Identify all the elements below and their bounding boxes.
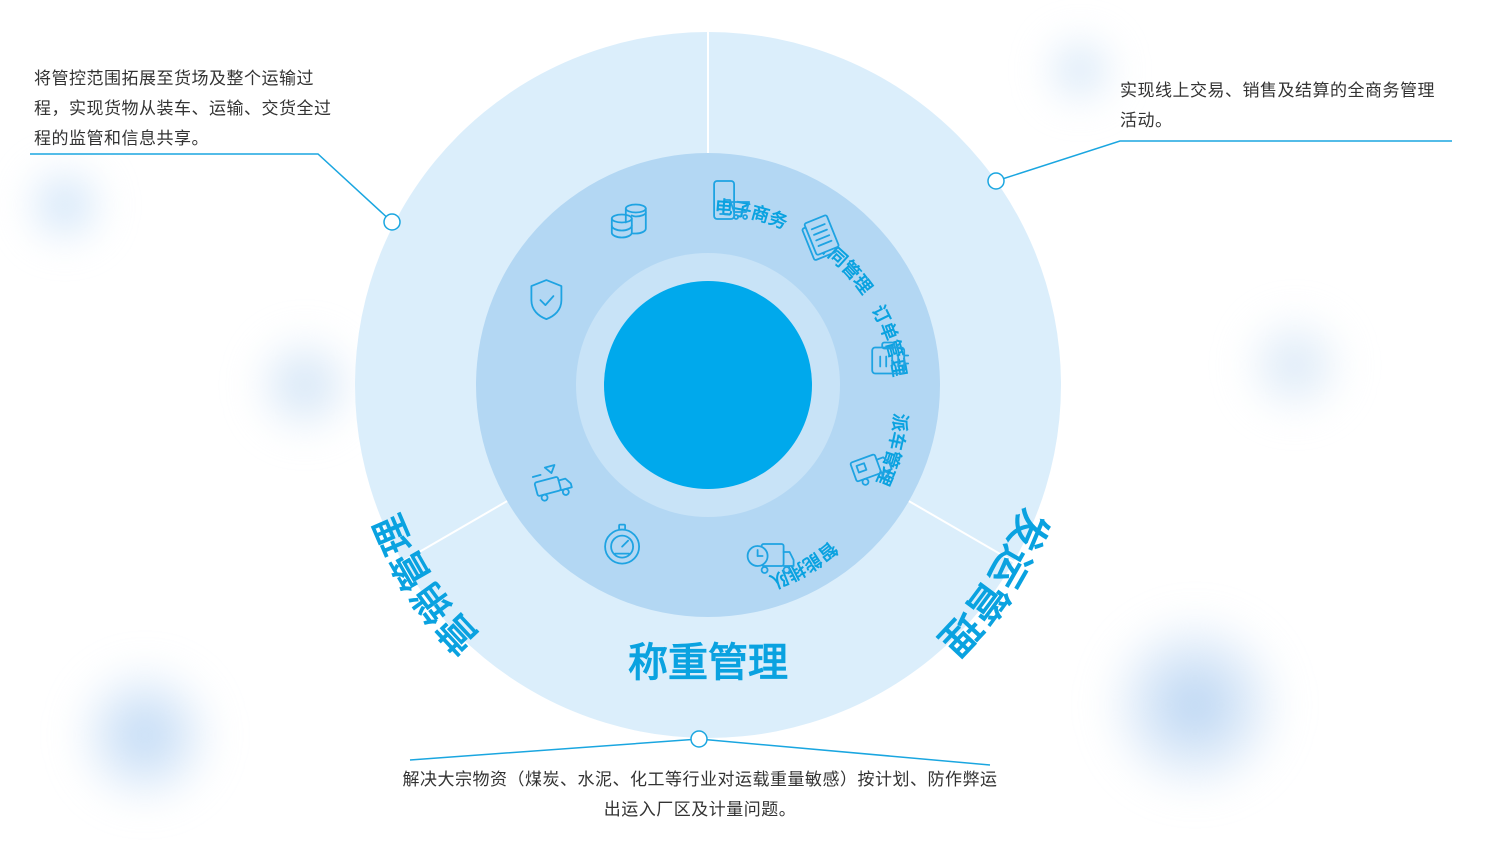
mobile-cart-icon xyxy=(713,180,750,220)
order-clipboard-icon xyxy=(871,341,910,375)
sector-dividers xyxy=(401,32,1015,563)
module-label: 结算管理 xyxy=(0,0,9,5)
sector-title-weighing: 称重管理 xyxy=(628,640,788,686)
callout-dot-dispatch xyxy=(383,213,401,231)
callout-line-marketing xyxy=(995,140,1452,182)
module-label: 无人值守 xyxy=(0,0,10,5)
callout-dot-weighing xyxy=(690,730,708,748)
coin-stack-icon xyxy=(610,203,647,239)
callout-lines xyxy=(30,140,1452,766)
loading-truck-icon xyxy=(531,464,573,502)
clock-truck-icon xyxy=(746,543,795,574)
description-weighing: 解决大宗物资（煤炭、水泥、化工等行业对运载重量敏感）按计划、防作弊运出运入厂区及… xyxy=(402,770,998,820)
gauge-dial-icon xyxy=(604,523,640,565)
module-icons xyxy=(530,180,910,574)
module-label: 智能装车 xyxy=(0,0,9,5)
truck-dispatch-icon xyxy=(849,453,893,486)
callout-line-dispatch xyxy=(30,153,393,223)
callout-dot-marketing xyxy=(987,172,1005,190)
core-circle xyxy=(604,281,812,489)
description-dispatch: 将管控范围拓展至货场及整个运输过程，实现货物从装车、运输、交货全过程的监管和信息… xyxy=(34,69,332,149)
divider-right xyxy=(906,499,1015,563)
module-label: 质检管理 xyxy=(0,0,9,5)
description-marketing: 实现线上交易、销售及结算的全商务管理活动。 xyxy=(1120,81,1435,131)
divider-left xyxy=(401,499,510,563)
contract-document-icon xyxy=(801,214,840,261)
shield-check-icon xyxy=(530,279,563,321)
